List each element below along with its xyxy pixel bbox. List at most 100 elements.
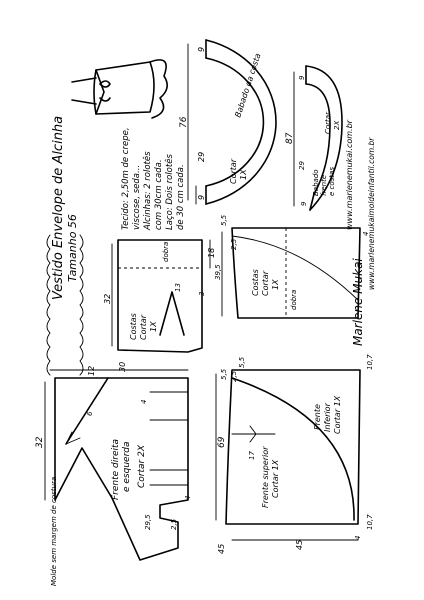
- ruffle-inner-arc: [205, 57, 265, 187]
- piece-back-top: dobra 18 32 13 3 Costas Cortar 1X: [103, 239, 216, 353]
- upper-front-dim-height: 69: [217, 436, 227, 448]
- back-skirt-name2: Cortar: [261, 270, 270, 296]
- lower-front-dim-small: 4: [354, 536, 362, 540]
- back-skirt-dim-small: 5,5: [220, 214, 228, 226]
- back-skirt-dim-right: 4: [362, 232, 370, 236]
- back-skirt-name3: 1X: [271, 279, 280, 290]
- piece-ruffle: 76 29 9 9 Babado da costa Cortar 1X: [179, 39, 277, 205]
- back-skirt-name1: Costas: [251, 269, 260, 296]
- title-block: Vestido Envelope de Alcinha Tamanho 56: [51, 116, 79, 300]
- piece-back-skirt: 39,5 2,5 4 5,5 dobra Costas Cortar 1X: [214, 214, 370, 319]
- back-top-dim-width-label: 18: [207, 248, 216, 258]
- lower-front-dim-right2: 10,7: [366, 514, 374, 530]
- front-ruffle-dim-len: 87: [285, 132, 295, 144]
- ruffle-dim-b: 9: [197, 47, 206, 52]
- back-top-dim-height-label: 32: [103, 294, 112, 304]
- materials-line2: viscose, seda...: [132, 165, 142, 230]
- back-skirt-dim-top: 2,5: [230, 238, 238, 250]
- website-2: www.marlenemukaimoldeinfantil.com.br: [367, 137, 376, 290]
- upper-front-curve: [231, 377, 355, 521]
- upper-front-dim-side: 5,5: [220, 368, 228, 380]
- front-name1: Frente direita: [111, 439, 121, 500]
- materials-block: Tecido: 2,50m de crepe, viscose, seda...…: [121, 127, 186, 231]
- front-dim-height-label: 32: [35, 436, 45, 448]
- lower-front-dim-top1: 5,5: [238, 356, 246, 368]
- signature-block: Marlene Mukai: [351, 258, 365, 346]
- back-top-name2: Cortar: [139, 314, 148, 340]
- back-skirt-fold: dobra: [290, 290, 298, 310]
- front-ruffle-cut2: 2X: [333, 121, 341, 130]
- front-dim-small3: 29,5: [144, 514, 152, 530]
- front-dim-small4: 2,5: [170, 518, 178, 530]
- front-dim-top-label: 12: [87, 366, 96, 376]
- piece-front-ruffle: 87 9 9 29 Babado frente e costas Cortar …: [285, 65, 343, 211]
- sketch-wrap-line: [95, 69, 105, 115]
- front-ruffle-outer: [305, 65, 343, 211]
- front-dim-small2: 4: [140, 400, 148, 404]
- front-ruffle-dim-c: 29: [298, 161, 306, 170]
- ruffle-dim-len: 76: [179, 116, 189, 128]
- ruffle-dim-a: 29: [197, 152, 206, 162]
- upper-front-dim-dart: 17: [248, 451, 256, 460]
- website-1-text: www.marlenemukai.com.br: [345, 119, 354, 230]
- title-cloud-right: [79, 234, 84, 376]
- seam-note: Molde sem margem de costura: [50, 477, 58, 586]
- back-top-dim-dart: 13: [174, 283, 182, 292]
- upper-front-dart-mark: [249, 425, 257, 443]
- lower-front-outline: [225, 369, 361, 525]
- front-ruffle-cut: Cortar: [324, 111, 332, 134]
- front-dim-small1: 6: [86, 411, 94, 416]
- website-1: www.marlenemukai.com.br: [345, 119, 354, 230]
- lower-front-name3: Cortar 1X: [333, 395, 342, 434]
- front-ruffle-bottom: [309, 193, 315, 211]
- title-line1: Vestido Envelope de Alcinha: [51, 116, 66, 300]
- back-top-dim-dart2: 3: [198, 292, 206, 296]
- piece-lower-upper-front: 69 45 45 5,5 17 5,5 2,5 10,7 10,7 4 Fren…: [215, 354, 374, 554]
- front-ruffle-name2: frente: [320, 175, 328, 196]
- back-top-name1: Costas: [129, 313, 138, 340]
- sketch-ruffle: [149, 59, 168, 119]
- upper-front-dim-left: 45: [217, 544, 226, 554]
- front-name2: e esquerda: [122, 441, 132, 492]
- ruffle-outer-arc: [205, 39, 277, 205]
- sketch-bodice: [93, 61, 155, 115]
- materials-line5: Laço: Dois rolotês: [164, 154, 175, 230]
- back-skirt-dim-width-label: 39,5: [214, 264, 222, 280]
- upper-front-name1: Frente superior: [261, 446, 270, 508]
- signature: Marlene Mukai: [351, 258, 365, 346]
- back-top-outline: [117, 239, 203, 353]
- lower-front-dim-top2: 2,5: [230, 370, 238, 382]
- ruffle-name2: Cortar: [229, 158, 238, 184]
- front-neck-line: [65, 377, 109, 445]
- front-dart: [65, 431, 81, 445]
- upper-front-name2: Cortar 1X: [271, 459, 280, 498]
- materials-line3: Alcinhas: 2 rolotês: [142, 151, 153, 231]
- front-cut: Cortar 2X: [137, 444, 147, 488]
- front-ruffle-inner: [305, 83, 331, 195]
- front-dim-width-label: 30: [118, 362, 127, 372]
- seam-note-text: Molde sem margem de costura: [50, 477, 58, 586]
- back-skirt-outline: [231, 227, 361, 319]
- sketch-bow: [99, 80, 111, 102]
- upper-front-dim-bottom: 45: [295, 540, 304, 550]
- materials-line6: de 30 cm cada.: [176, 164, 186, 230]
- front-dim-small5: 4: [184, 496, 192, 500]
- back-top-fold: dobra: [162, 242, 170, 262]
- ruffle-dim-c-label: 9: [197, 195, 206, 200]
- lower-front-name2: Inferior: [323, 402, 332, 432]
- front-ruffle-name3: e costas: [328, 167, 336, 196]
- piece-front: Frente direita e esquerda Cortar 2X 30 1…: [35, 362, 192, 561]
- title-line2: Tamanho 56: [66, 214, 79, 282]
- dress-sketch: [71, 59, 168, 119]
- materials-line4: com 30cm cada.: [154, 159, 164, 230]
- front-outline: [54, 377, 189, 561]
- front-ruffle-dim-a: 9: [298, 75, 306, 80]
- sketch-straps: [71, 77, 97, 105]
- front-ruffle-dim-b: 9: [300, 201, 308, 206]
- lower-front-name1: Frente: [313, 404, 322, 430]
- back-top-name3: 1X: [149, 321, 158, 332]
- back-skirt-curve: [231, 235, 359, 301]
- website-2-text: www.marlenemukaimoldeinfantil.com.br: [367, 137, 376, 290]
